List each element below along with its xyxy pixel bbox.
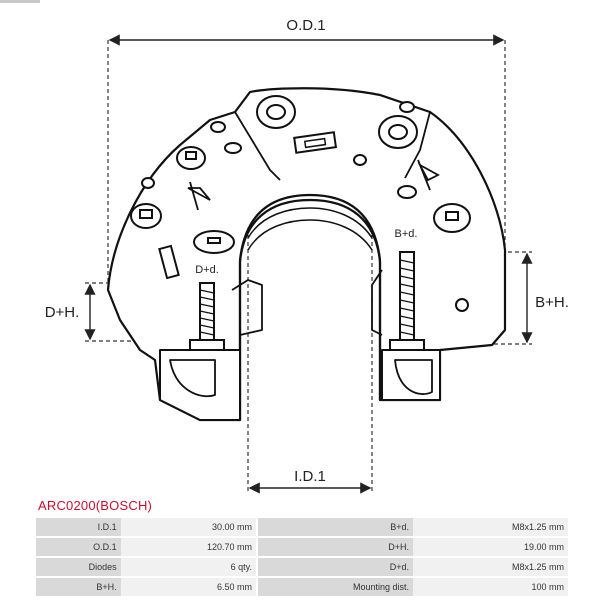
spec-value: 6.50 mm <box>120 578 256 596</box>
spec-value: 120.70 mm <box>120 538 256 556</box>
spec-value: M8x1.25 mm <box>412 518 568 536</box>
spec-label: D+H. <box>257 538 413 556</box>
spec-value: 100 mm <box>412 578 568 596</box>
spec-label: Diodes <box>36 558 121 576</box>
diode-sockets <box>130 95 471 312</box>
table-row: I.D.1 30.00 mm B+d. M8x1.25 mm <box>36 518 568 536</box>
spec-label: D+d. <box>257 558 413 576</box>
rectifier-drawing: O.D.1 I.D.1 D+H. B+H. D+d. B+d. <box>45 17 569 494</box>
spec-value: M8x1.25 mm <box>412 558 568 576</box>
spec-label: B+d. <box>257 518 413 536</box>
spec-label: I.D.1 <box>36 518 121 536</box>
threaded-bolts <box>189 251 425 351</box>
spec-table: I.D.1 30.00 mm B+d. M8x1.25 mm O.D.1 120… <box>36 516 568 598</box>
bh-label: B+H. <box>535 294 569 311</box>
dd-label: D+d. <box>195 264 219 276</box>
dh-label: D+H. <box>45 304 80 321</box>
spec-value: 19.00 mm <box>412 538 568 556</box>
table-row: O.D.1 120.70 mm D+H. 19.00 mm <box>36 538 568 556</box>
od-label: O.D.1 <box>286 17 325 34</box>
spec-label: Mounting dist. <box>257 578 413 596</box>
table-row: Diodes 6 qty. D+d. M8x1.25 mm <box>36 558 568 576</box>
corner-mark <box>0 0 40 3</box>
spec-value: 6 qty. <box>120 558 256 576</box>
table-row: B+H. 6.50 mm Mounting dist. 100 mm <box>36 578 568 596</box>
b-bolt <box>399 251 415 343</box>
spec-value: 30.00 mm <box>120 518 256 536</box>
spec-label: B+H. <box>36 578 121 596</box>
bd-label: B+d. <box>395 228 418 240</box>
id-label: I.D.1 <box>294 468 326 485</box>
spec-label: O.D.1 <box>36 538 121 556</box>
product-title: ARC0200(BOSCH) <box>38 498 153 513</box>
